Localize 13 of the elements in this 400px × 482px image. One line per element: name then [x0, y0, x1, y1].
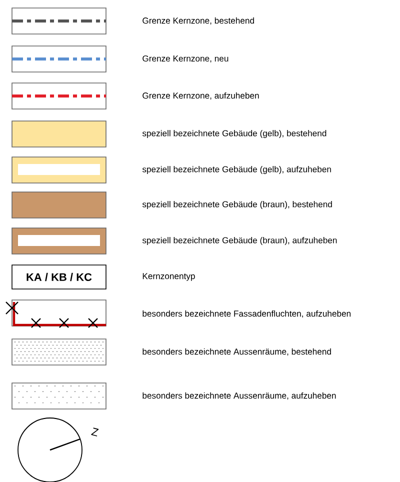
legend-text: speziell bezeichnete Gebäude (braun), bestehend	[142, 201, 332, 209]
legend-text: speziell bezeichnete Gebäude (gelb), bestehend	[142, 130, 326, 138]
legend-text: speziell bezeichnete Gebäude (gelb), aufzuheben	[142, 166, 331, 174]
north-label: Z	[91, 428, 99, 436]
legend-text: speziell bezeichnete Gebäude (braun), aufzuheben	[142, 237, 337, 245]
legend-text: besonders bezeichnete Aussenräume, aufzuheben	[142, 392, 336, 400]
legend-text: besonders bezeichnete Fassadenfluchten, aufzuheben	[142, 310, 351, 318]
type-box: KA / KB / KC	[12, 264, 106, 290]
legend-text: besonders bezeichnete Aussenräume, bestehend	[142, 348, 331, 356]
legend-text: Grenze Kernzone, neu	[142, 55, 228, 63]
legend-text: Kernzonentyp	[142, 273, 195, 281]
legend-text: Grenze Kernzone, aufzuheben	[142, 92, 259, 100]
legend-text: Grenze Kernzone, bestehend	[142, 17, 254, 25]
